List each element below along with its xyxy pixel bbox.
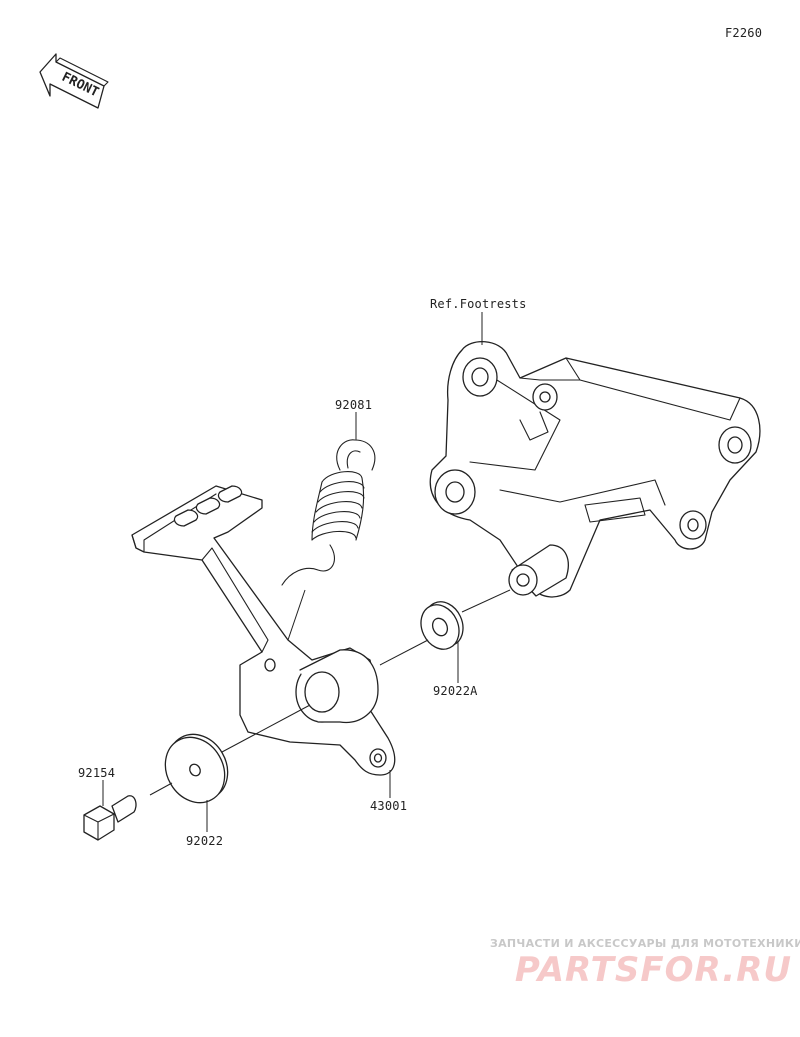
watermark-tagline: ЗАПЧАСТИ И АКСЕССУАРЫ ДЛЯ МОТОТЕХНИКИ	[490, 937, 800, 950]
part-number-92022: 92022	[186, 834, 224, 848]
leader-lines	[102, 312, 511, 832]
front-arrow-icon: FRONT	[39, 53, 109, 109]
part-number-43001: 43001	[370, 799, 408, 813]
washer-a	[420, 601, 464, 650]
footrest-bracket	[429, 340, 761, 598]
part-number-92154: 92154	[78, 766, 116, 780]
brake-pedal	[131, 485, 396, 776]
bolt	[83, 795, 137, 841]
part-number-92022a: 92022A	[433, 684, 478, 698]
watermark-brand: PARTSFOR.RU	[514, 950, 792, 990]
washer	[164, 733, 229, 804]
part-number-92081: 92081	[335, 398, 373, 412]
ref-footrests-label: Ref.Footrests	[430, 297, 527, 311]
return-spring	[281, 439, 376, 586]
figure-code: F2260	[725, 26, 763, 40]
